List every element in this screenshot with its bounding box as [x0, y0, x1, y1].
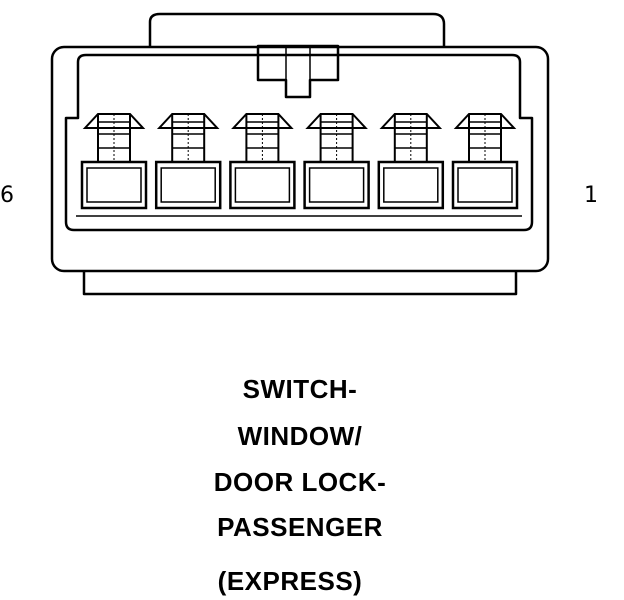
pin-cavity-inner — [308, 167, 365, 203]
pin-label-left: 6 — [0, 183, 14, 208]
pin-cavity-3 — [303, 113, 370, 210]
pin-terminal-top — [305, 113, 368, 129]
pin-cavity-outer — [154, 160, 222, 210]
pin-label-6: 6 — [0, 183, 14, 208]
pin-terminal-top — [231, 113, 294, 129]
pin-cavity-1 — [451, 113, 519, 210]
caption-line-5: (EXPRESS) — [217, 566, 363, 596]
pin-label-right: 1 — [584, 183, 598, 208]
connector-bottom-base — [82, 271, 518, 296]
pin-cavity-outer — [303, 160, 370, 210]
caption-line-3: DOOR LOCK- — [213, 467, 387, 497]
pin-cavity-outer — [451, 160, 519, 210]
pin-cavity-6 — [80, 113, 148, 210]
pin-cavity-outer — [80, 160, 148, 210]
pin-terminal-top — [379, 113, 443, 129]
caption-line-1: SWITCH- — [242, 374, 358, 404]
pin-cavity-4 — [229, 113, 296, 210]
pin-cavity-inner — [457, 167, 513, 203]
pin-cavity-inner — [383, 167, 439, 203]
pin-cavity-inner — [160, 167, 216, 203]
caption-line-2: WINDOW/ — [237, 421, 363, 451]
connector-housing-inner — [64, 53, 534, 232]
caption-line-4: PASSENGER — [217, 512, 383, 542]
connector-latch — [256, 44, 340, 99]
pin-cavity-5 — [154, 113, 222, 210]
pin-cavity-inner — [86, 167, 142, 203]
pin-cavity-outer — [229, 160, 296, 210]
pin-terminal-top — [453, 113, 517, 129]
pin-cavity-2 — [377, 113, 445, 210]
pin-terminal-top — [82, 113, 146, 129]
pin-cavity-inner — [234, 167, 291, 203]
pin-label-1: 1 — [584, 183, 598, 208]
connector-housing-outer — [50, 45, 550, 273]
pin-terminal-top — [156, 113, 220, 129]
connector-top-tab — [148, 12, 446, 48]
pin-cavity-outer — [377, 160, 445, 210]
